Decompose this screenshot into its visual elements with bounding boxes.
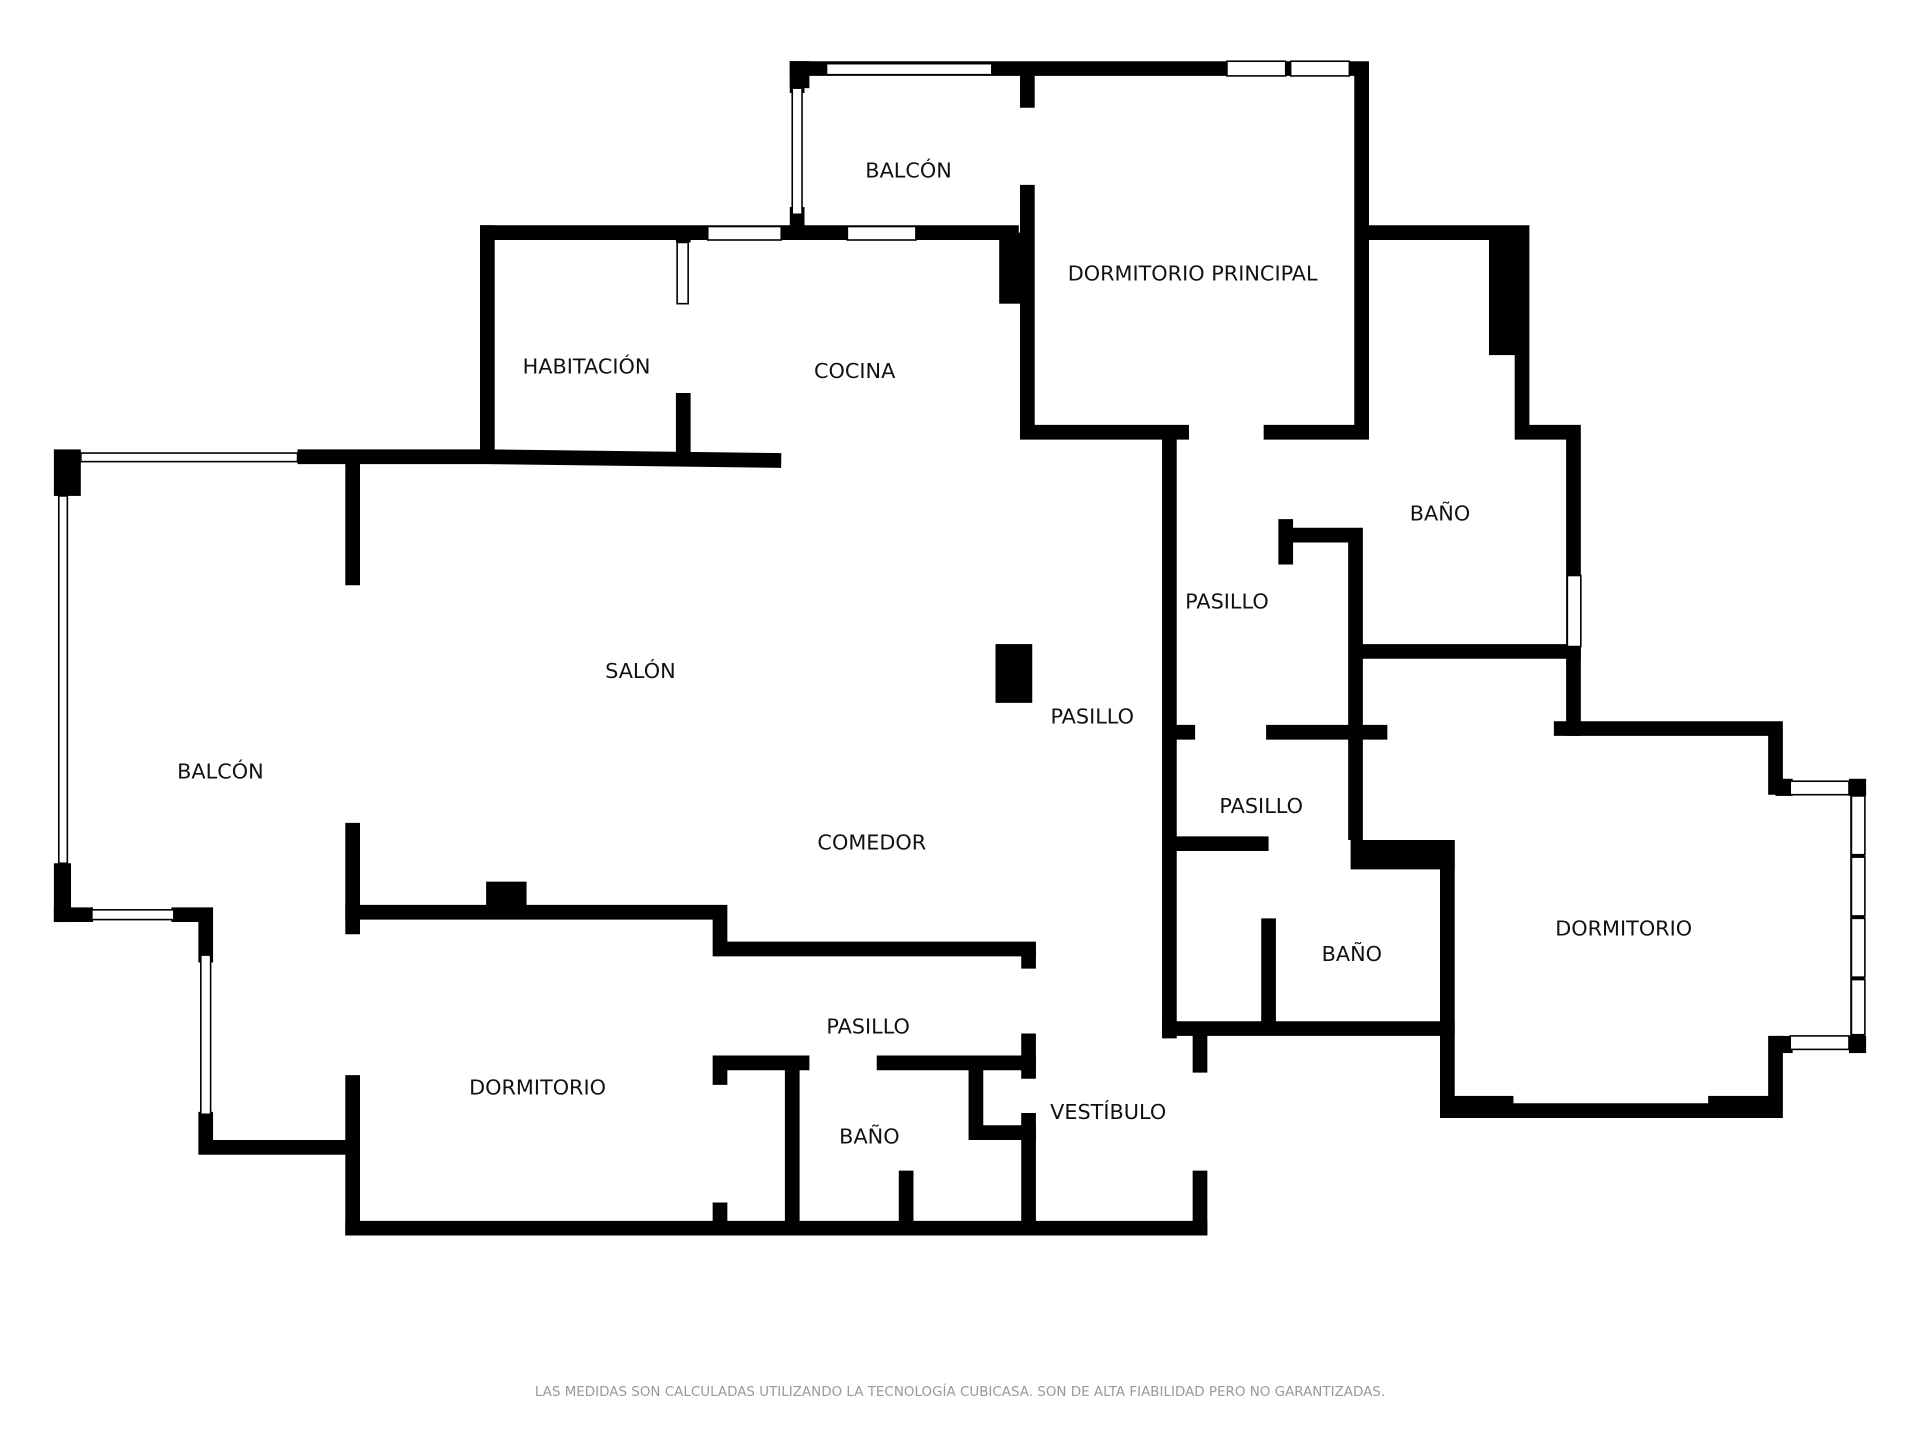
room-label-dormitorio-right: DORMITORIO xyxy=(1555,916,1692,940)
room-labels: BALCÓN DORMITORIO PRINCIPAL HABITACIÓN C… xyxy=(177,157,1692,1148)
room-label-habitacion: HABITACIÓN xyxy=(523,353,651,378)
room-label-bano-bottom: BAÑO xyxy=(839,1123,899,1149)
disclaimer-footer: LAS MEDIDAS SON CALCULADAS UTILIZANDO LA… xyxy=(535,1382,1385,1400)
room-label-balcon-top: BALCÓN xyxy=(865,157,952,182)
room-label-pasillo-mid: PASILLO xyxy=(1219,794,1303,818)
room-label-balcon-left: BALCÓN xyxy=(177,759,264,784)
room-label-bano-mid: BAÑO xyxy=(1322,940,1382,966)
room-label-bano-top: BAÑO xyxy=(1410,499,1470,525)
room-label-pasillo-upper: PASILLO xyxy=(1185,589,1269,613)
room-label-salon: SALÓN xyxy=(605,658,676,683)
room-label-comedor: COMEDOR xyxy=(817,831,926,855)
room-label-dormitorio-left: DORMITORIO xyxy=(469,1076,606,1100)
room-label-cocina: COCINA xyxy=(814,359,896,383)
room-label-pasillo-lower: PASILLO xyxy=(826,1014,910,1038)
room-label-pasillo-center: PASILLO xyxy=(1050,705,1134,729)
walls xyxy=(53,61,1867,1236)
room-label-vestibulo: VESTÍBULO xyxy=(1050,1099,1166,1124)
windows xyxy=(57,60,1866,1116)
room-label-dormitorio-principal: DORMITORIO PRINCIPAL xyxy=(1068,261,1318,285)
